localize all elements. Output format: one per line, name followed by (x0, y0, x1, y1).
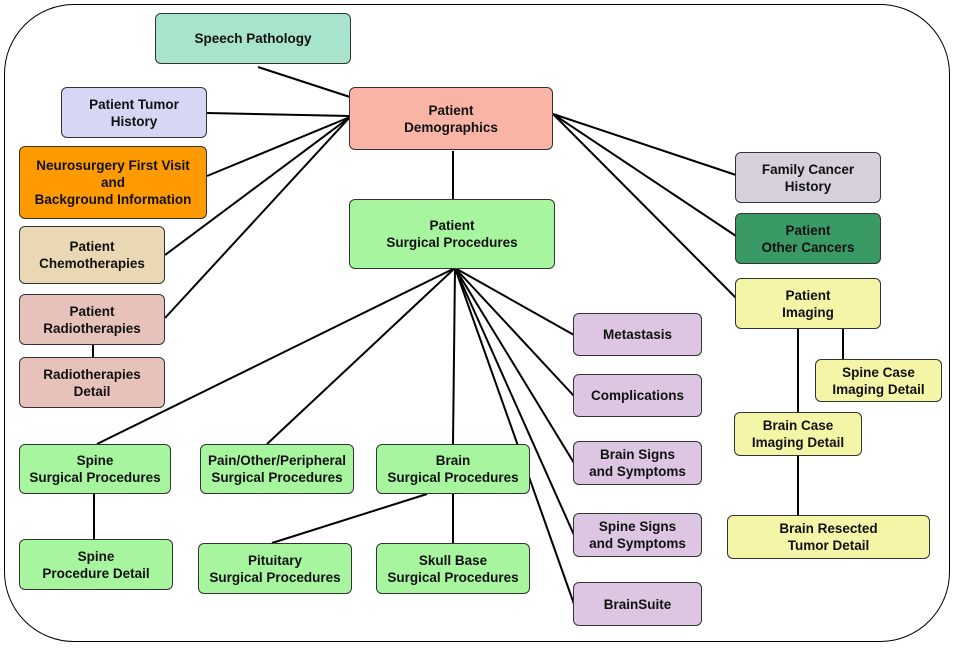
link-demographics-imaging (552, 113, 737, 299)
patient-demographics-node: Patient Demographics (349, 87, 553, 150)
link-surgical-brain-signs (454, 267, 575, 464)
link-surgical-complications (454, 267, 575, 397)
link-demographics-radiotherapies (164, 116, 351, 319)
patient-tumor-history-node: Patient Tumor History (61, 87, 207, 138)
skull-base-surgical-procedures-node: Skull Base Surgical Procedures (376, 543, 530, 594)
spine-case-imaging-detail-node: Spine Case Imaging Detail (815, 359, 942, 402)
neurosurgery-first-visit-node: Neurosurgery First Visit and Background … (19, 146, 207, 219)
patient-radiotherapies-node: Patient Radiotherapies (19, 294, 165, 345)
pain-other-peripheral-node: Pain/Other/Peripheral Surgical Procedure… (200, 444, 354, 494)
brain-case-imaging-detail-node: Brain Case Imaging Detail (734, 412, 862, 456)
link-surgical-metastasis (454, 267, 575, 336)
brain-signs-symptoms-node: Brain Signs and Symptoms (573, 441, 702, 485)
link-demographics-other-cancers (552, 113, 737, 237)
speech-pathology-node: Speech Pathology (155, 13, 351, 64)
diagram-frame (4, 4, 950, 642)
link-brain-pituitary (271, 493, 428, 544)
complications-node: Complications (573, 374, 702, 417)
link-demographics-tumor-history (206, 112, 351, 117)
metastasis-node: Metastasis (573, 313, 702, 356)
patient-other-cancers-node: Patient Other Cancers (735, 213, 881, 264)
link-demographics-speech (257, 66, 351, 98)
link-demographics-chemotherapies (164, 116, 351, 256)
link-demographics-family-history (552, 113, 737, 176)
spine-procedure-detail-node: Spine Procedure Detail (19, 539, 173, 590)
spine-surgical-procedures-node: Spine Surgical Procedures (19, 444, 171, 494)
link-surgical-pain (266, 267, 456, 445)
patient-chemotherapies-node: Patient Chemotherapies (19, 226, 165, 284)
brain-resected-tumor-detail-node: Brain Resected Tumor Detail (727, 515, 930, 559)
radiotherapies-detail-node: Radiotherapies Detail (19, 357, 165, 408)
link-surgical-spine-signs (454, 267, 575, 536)
pituitary-surgical-procedures-node: Pituitary Surgical Procedures (198, 543, 352, 594)
link-surgical-brain (452, 267, 456, 445)
brainsuite-node: BrainSuite (573, 582, 702, 626)
link-demographics-first-visit (206, 116, 351, 177)
patient-imaging-node: Patient Imaging (735, 278, 881, 329)
brain-surgical-procedures-node: Brain Surgical Procedures (376, 444, 530, 494)
link-surgical-spine (96, 267, 456, 445)
patient-surgical-procedures-node: Patient Surgical Procedures (349, 199, 555, 269)
link-surgical-brainsuite (454, 267, 575, 605)
family-cancer-history-node: Family Cancer History (735, 152, 881, 203)
spine-signs-symptoms-node: Spine Signs and Symptoms (573, 513, 702, 557)
